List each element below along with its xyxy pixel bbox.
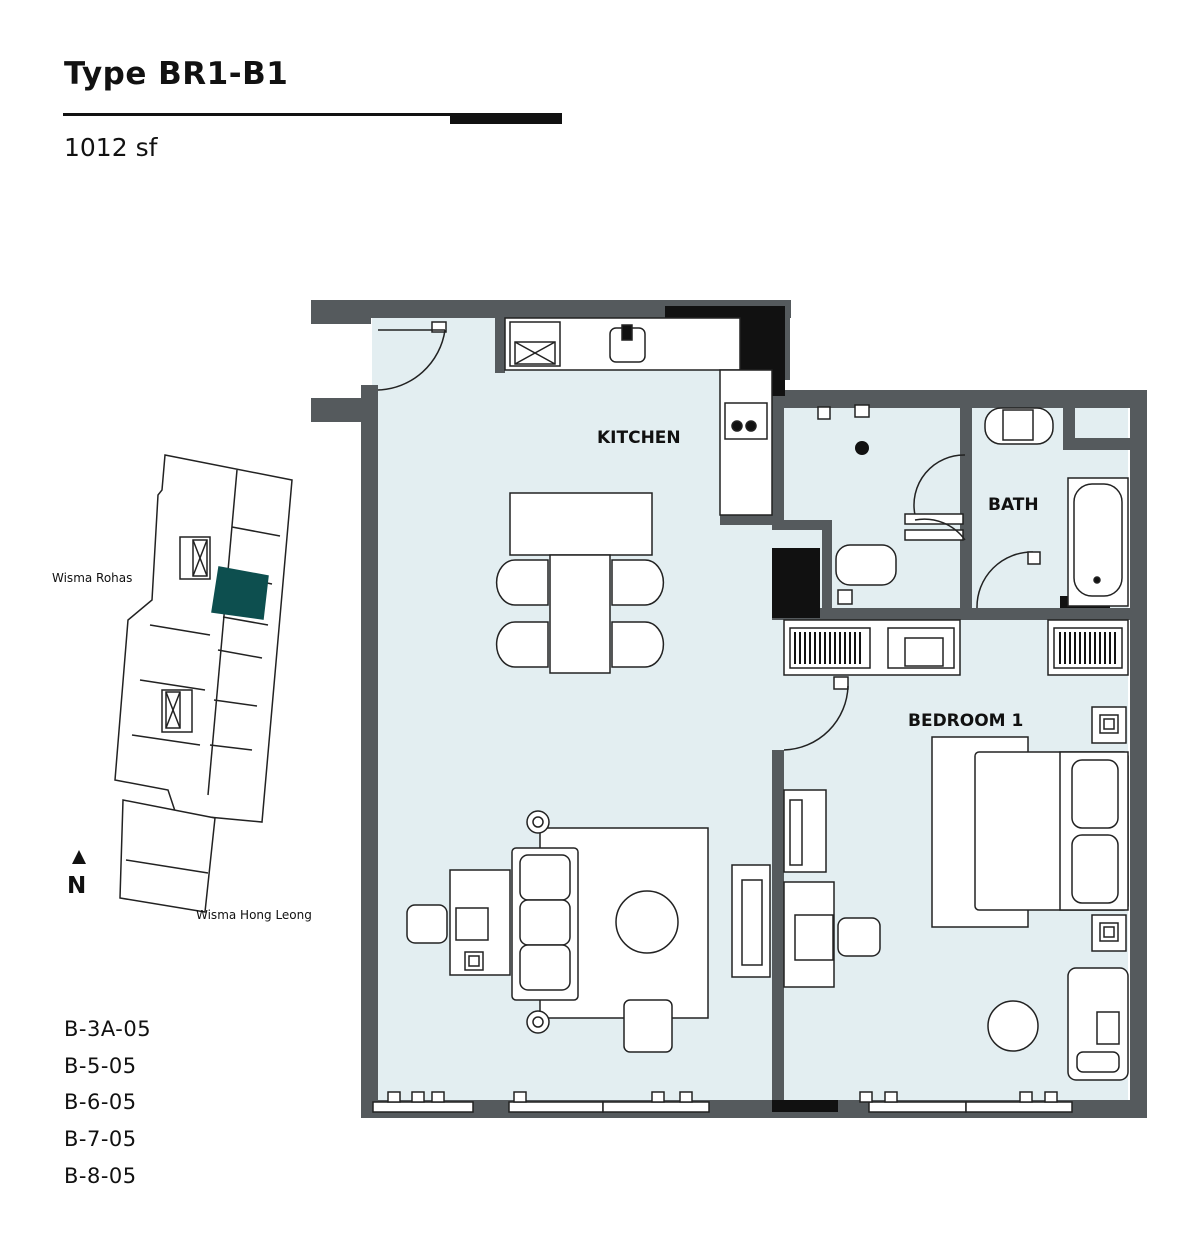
keyplan-tower (114, 454, 293, 823)
north-label: N (67, 873, 86, 899)
plan-title: Type BR1-B1 (64, 56, 289, 92)
unit-item: B-6-05 (64, 1090, 137, 1115)
bedroom-furniture (783, 706, 1129, 1081)
bedroom-door (783, 676, 849, 751)
unit-item: B-8-05 (64, 1163, 137, 1188)
windows (372, 1091, 1073, 1113)
north-arrow-icon (72, 850, 86, 864)
living-set (406, 810, 771, 1053)
entry-door (377, 321, 447, 391)
room-label-bedroom: BEDROOM 1 (908, 711, 1023, 731)
kitchen-counter (504, 317, 773, 516)
unit-item: B-7-05 (64, 1127, 137, 1152)
key-plan (114, 454, 293, 913)
bathroom (817, 404, 1129, 609)
room-label-kitchen: KITCHEN (597, 428, 681, 448)
dining-set (495, 492, 665, 674)
wardrobe-hangers (794, 632, 1116, 664)
keyplan-label-top: Wisma Rohas (52, 571, 132, 585)
title-rule-accent (450, 113, 562, 124)
unit-list: B-3A-05 B-5-05 B-6-05 B-7-05 B-8-05 (64, 1015, 151, 1198)
unit-item: B-5-05 (64, 1053, 137, 1078)
floor-area: 1012 sf (64, 133, 158, 162)
keyplan-highlight (211, 566, 269, 620)
unit-item: B-3A-05 (64, 1017, 152, 1041)
keyplan-podium (119, 799, 216, 913)
keyplan-label-bottom: Wisma Hong Leong (196, 908, 312, 922)
title-rule (63, 113, 562, 116)
room-label-bath: BATH (988, 495, 1039, 515)
